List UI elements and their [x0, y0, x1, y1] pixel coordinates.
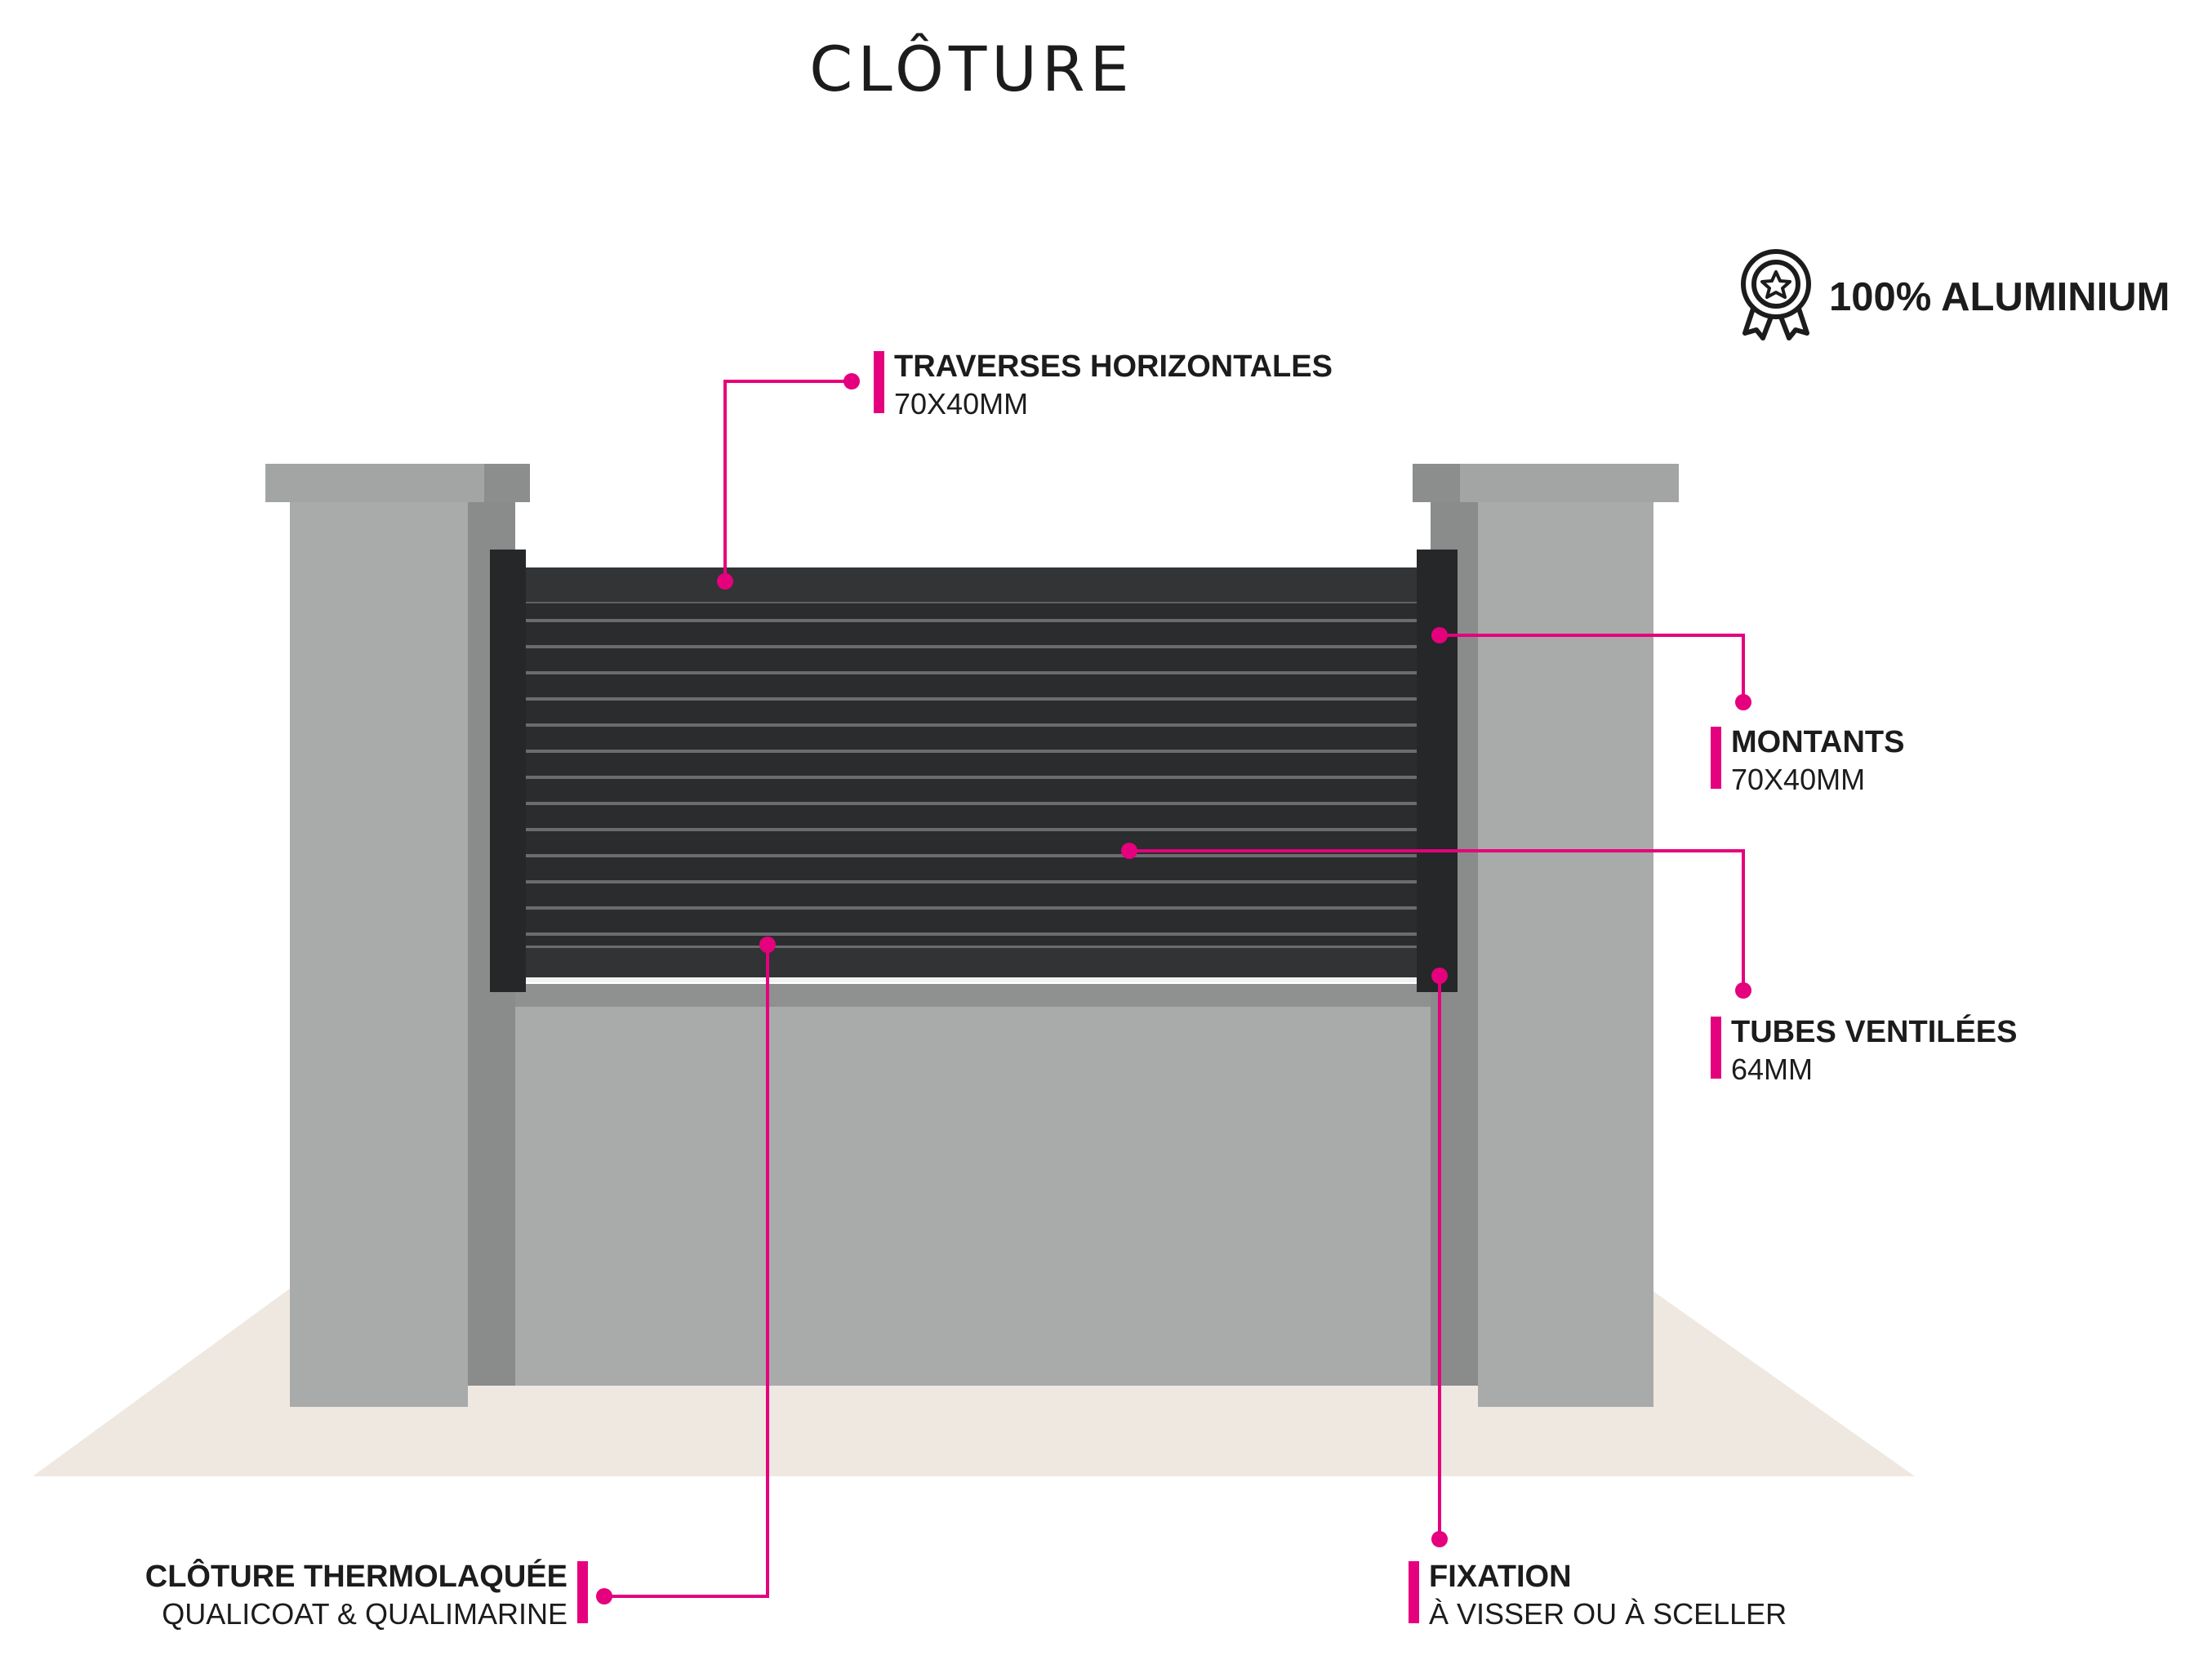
callout-value: 70X40MM: [894, 387, 1029, 421]
award-ribbon-icon: [1741, 249, 1811, 340]
accent-bar: [1409, 1561, 1419, 1623]
wall-base-top: [486, 984, 1453, 1007]
wall-base: [486, 1000, 1453, 1386]
callout-value: QUALICOAT & QUALIMARINE: [162, 1597, 567, 1631]
fence-panel: [490, 550, 1458, 992]
leader-montants: [1440, 634, 1745, 702]
page-title: CLÔTURE: [809, 33, 1134, 105]
callout-value: 64MM: [1731, 1053, 1814, 1086]
aluminium-badge: 100% ALUMINIUM: [1735, 245, 2209, 347]
callout-label: TRAVERSES HORIZONTALES: [894, 349, 1333, 384]
accent-bar: [577, 1561, 588, 1623]
ventilated-tubes: [526, 602, 1417, 948]
badge-text: 100% ALUMINIUM: [1829, 275, 2170, 319]
leader-lines: [604, 380, 1745, 1598]
callout-value: À VISSER OU À SCELLER: [1429, 1597, 1787, 1631]
accent-bar: [1711, 727, 1721, 789]
callout-label: TUBES VENTILÉES: [1731, 1015, 2018, 1049]
leader-dots: [596, 373, 1751, 1604]
callout-label: MONTANTS: [1731, 725, 1905, 759]
leader-traverses: [723, 380, 852, 581]
callout-label: FIXATION: [1429, 1560, 1572, 1594]
callout-label: CLÔTURE THERMOLAQUÉE: [145, 1560, 567, 1594]
leader-thermo: [604, 945, 769, 1598]
leader-tubes: [1129, 849, 1745, 990]
callout-value: 70X40MM: [1731, 763, 1866, 796]
accent-bar: [1711, 1017, 1721, 1079]
accent-bar: [874, 351, 884, 413]
